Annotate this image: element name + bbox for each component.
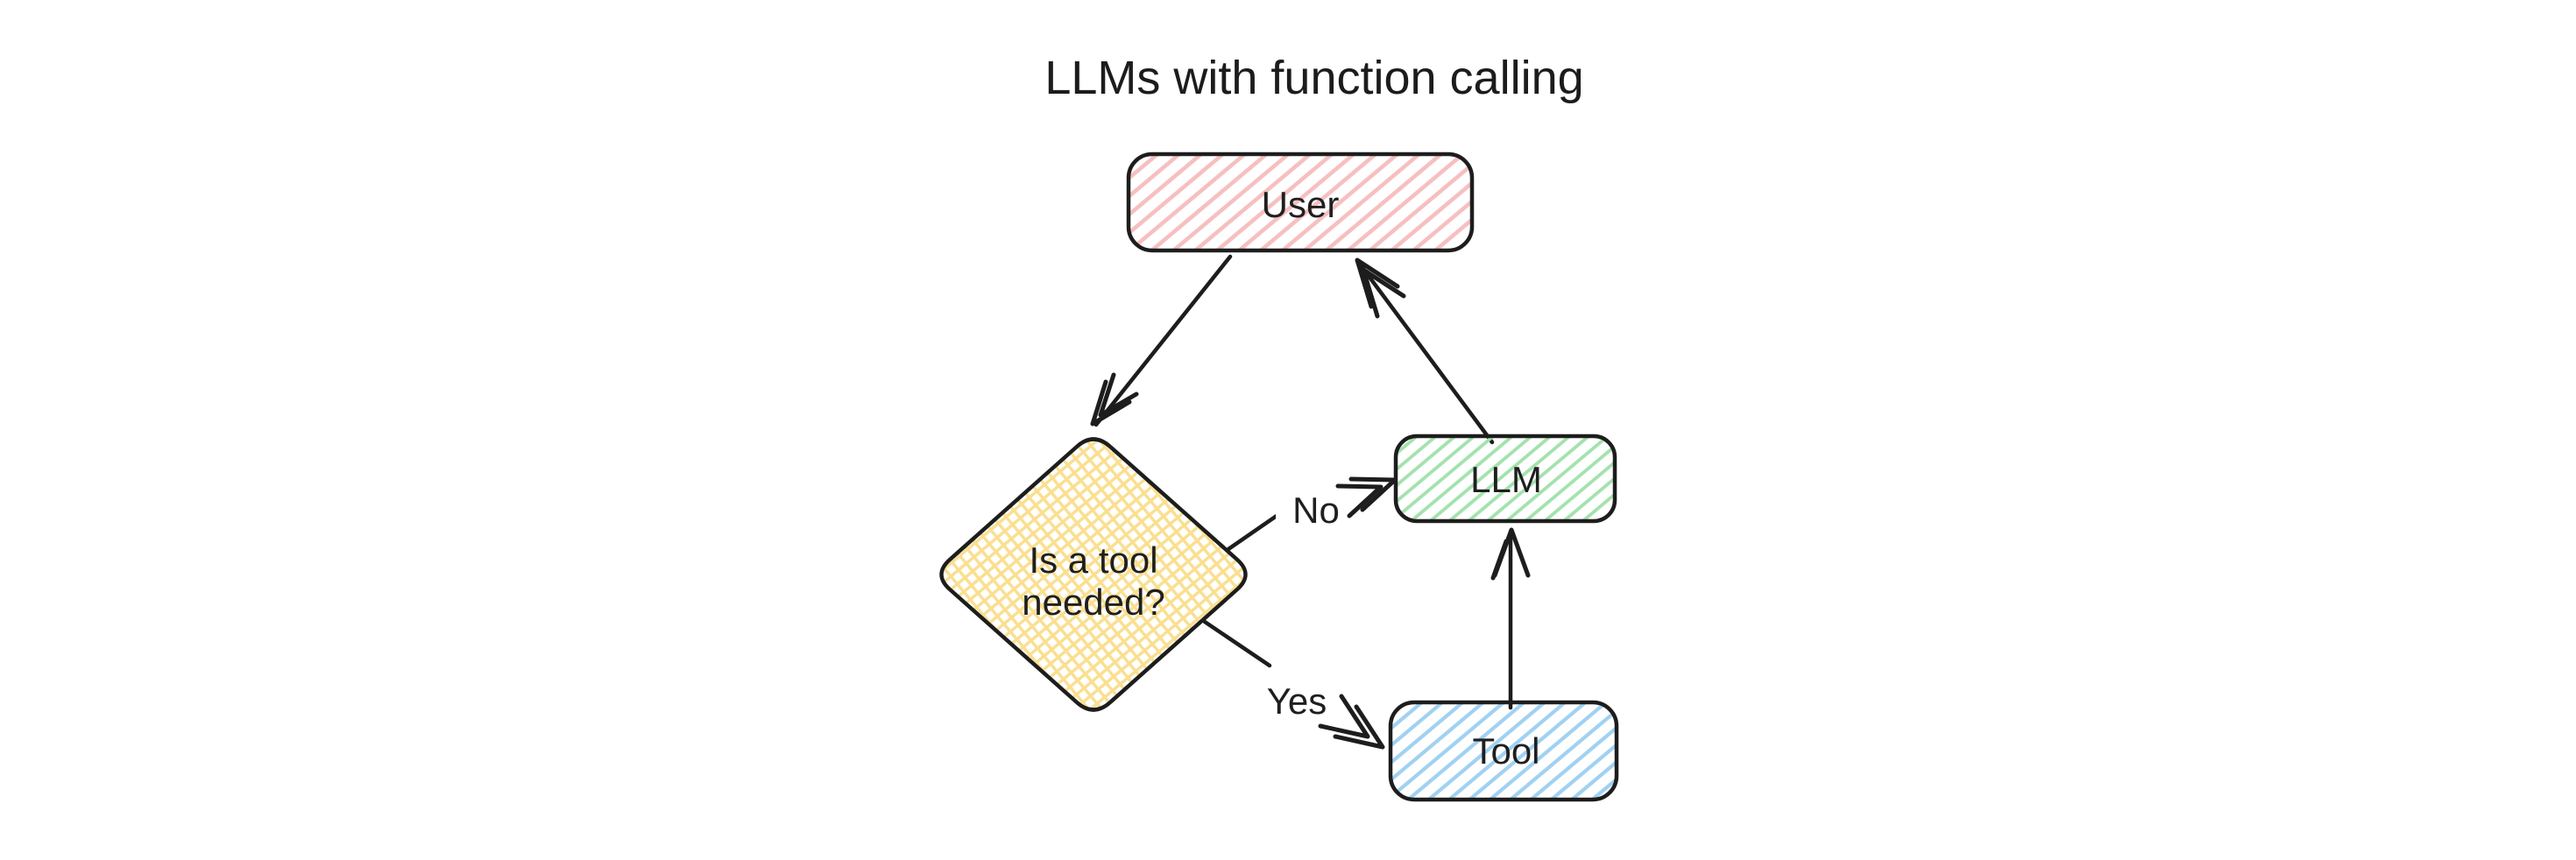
node-llm-label: LLM — [1470, 459, 1542, 500]
node-tool-label: Tool — [1472, 730, 1539, 772]
edge-label-no: No — [1276, 487, 1356, 531]
diagram-title: LLMs with function calling — [1044, 52, 1583, 104]
edge-label-no-text: No — [1292, 490, 1340, 531]
node-llm: LLM — [1393, 434, 1617, 524]
arrowhead-into-llm-from-tool — [1490, 527, 1531, 581]
edge-label-no-background — [1276, 487, 1356, 531]
edge-label-yes-text: Yes — [1267, 680, 1327, 722]
node-tool: Tool — [1388, 700, 1619, 802]
node-decision: Is a tool needed? — [939, 437, 1248, 712]
node-user-label: User — [1262, 184, 1340, 225]
node-decision-label-line2: needed? — [1022, 582, 1165, 623]
node-llm-box — [1393, 434, 1617, 524]
node-user-box — [1126, 152, 1475, 253]
arrowhead-into-user — [1355, 257, 1406, 319]
edge-llm-to-user — [1358, 263, 1495, 445]
arrowhead-into-tool-from-yes — [1318, 694, 1385, 750]
edge-label-yes-background — [1251, 669, 1342, 720]
node-user: User — [1126, 152, 1475, 253]
edge-decision-to-tool — [1202, 619, 1272, 668]
node-decision-diamond — [939, 437, 1248, 712]
arrowhead-into-decision — [1090, 372, 1139, 426]
edge-user-to-decision — [1093, 254, 1233, 427]
node-decision-label-line1: Is a tool — [1029, 539, 1157, 581]
edge-label-yes: Yes — [1251, 669, 1342, 722]
node-tool-box — [1388, 700, 1619, 802]
